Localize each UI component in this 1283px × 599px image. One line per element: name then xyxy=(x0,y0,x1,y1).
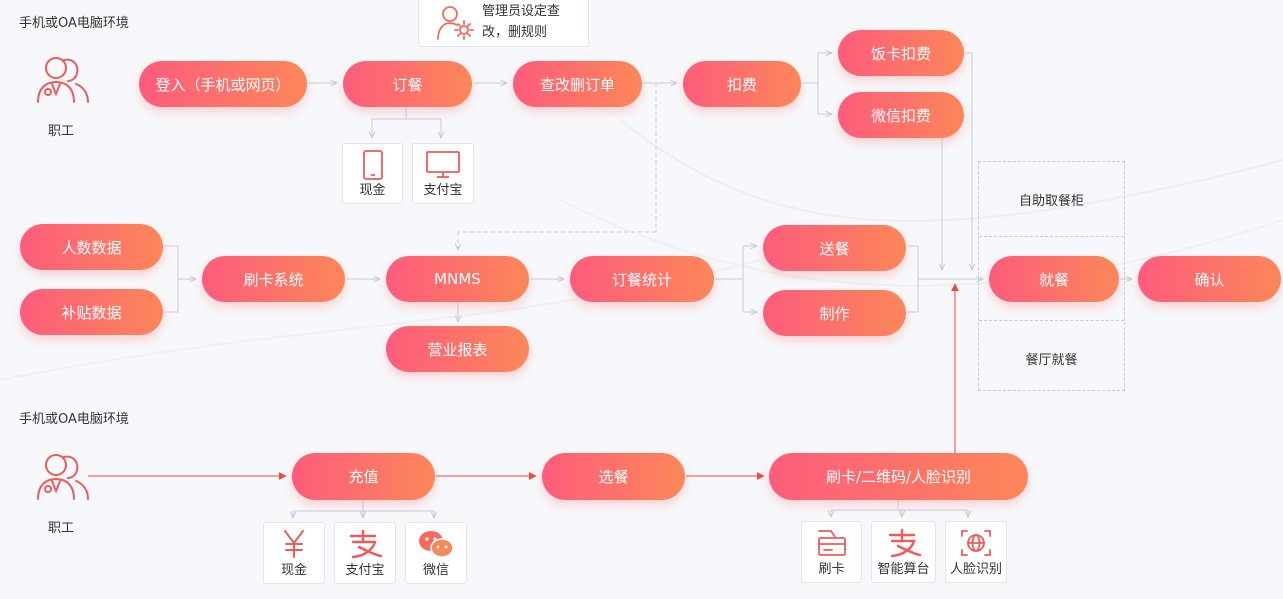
face-scan-icon xyxy=(959,528,993,562)
environment-label-bottom: 手机或OA电脑环境 xyxy=(19,412,129,427)
order-stats-node: 订餐统计 xyxy=(570,256,714,302)
admin-gear-person-icon xyxy=(436,5,474,45)
headcount-node: 人数数据 xyxy=(20,224,163,270)
alipay-card: 支付宝 xyxy=(412,143,474,204)
choose-meal-node: 选餐 xyxy=(542,453,685,500)
recharge-alipay-card: 支付宝 xyxy=(334,522,396,584)
recharge-cash-label: 现金 xyxy=(280,563,307,578)
admin-note-line1: 管理员设定查 xyxy=(482,4,561,19)
recharge-wechat-card: 微信 xyxy=(405,522,467,584)
order-node: 订餐 xyxy=(343,61,472,107)
tablet-icon xyxy=(361,150,385,184)
staff-person-icon xyxy=(32,54,92,110)
recharge-alipay-label: 支付宝 xyxy=(345,563,385,578)
modify-order-node: 查改删订单 xyxy=(513,61,642,107)
cash-card-label: 现金 xyxy=(359,183,386,198)
face-recognition-card: 人脸识别 xyxy=(945,521,1007,583)
swipe-card-label: 刷卡 xyxy=(818,562,845,577)
alipay-icon xyxy=(347,529,383,563)
report-node: 营业报表 xyxy=(386,326,529,372)
card-swipe-icon xyxy=(815,528,849,562)
deduct-node: 扣费 xyxy=(683,61,801,107)
actor-label-bottom: 职工 xyxy=(48,521,75,536)
make-node: 制作 xyxy=(763,290,906,336)
mnms-node: MNMS xyxy=(386,256,529,302)
staff-person-icon xyxy=(32,451,92,507)
environment-label-top: 手机或OA电脑环境 xyxy=(19,16,129,31)
card-deduct-node: 饭卡扣费 xyxy=(838,30,964,76)
face-recognition-label: 人脸识别 xyxy=(949,562,1002,577)
dine-node: 就餐 xyxy=(989,256,1119,302)
identify-node: 刷卡/二维码/人脸识别 xyxy=(769,453,1028,500)
smart-terminal-card: 智能算台 xyxy=(871,521,936,583)
login-node: 登入（手机或网页） xyxy=(139,61,307,107)
recharge-wechat-label: 微信 xyxy=(422,563,449,578)
monitor-icon xyxy=(425,150,461,184)
card-system-node: 刷卡系统 xyxy=(202,256,345,302)
subsidy-node: 补贴数据 xyxy=(20,289,163,335)
recharge-node: 充值 xyxy=(292,453,435,500)
self-pickup-option: 自助取餐柜 xyxy=(1018,194,1084,209)
smart-terminal-label: 智能算台 xyxy=(877,562,930,577)
admin-rule-note: 管理员设定查 改，删规则 xyxy=(418,0,589,47)
swipe-card-card: 刷卡 xyxy=(801,521,862,583)
yen-icon xyxy=(281,529,307,563)
alipay-card-label: 支付宝 xyxy=(423,183,463,198)
cash-card: 现金 xyxy=(342,143,403,204)
admin-note-line2: 改，删规则 xyxy=(482,25,548,40)
wechat-icon xyxy=(417,529,455,565)
confirm-node: 确认 xyxy=(1138,256,1281,302)
actor-label-top: 职工 xyxy=(48,124,75,139)
deliver-node: 送餐 xyxy=(763,225,906,271)
dining-options-box: 自助取餐柜 餐厅就餐 xyxy=(978,161,1125,391)
recharge-cash-card: 现金 xyxy=(263,522,325,584)
restaurant-option: 餐厅就餐 xyxy=(1025,353,1078,368)
wechat-deduct-node: 微信扣费 xyxy=(838,92,964,138)
alipay-icon xyxy=(886,528,922,562)
